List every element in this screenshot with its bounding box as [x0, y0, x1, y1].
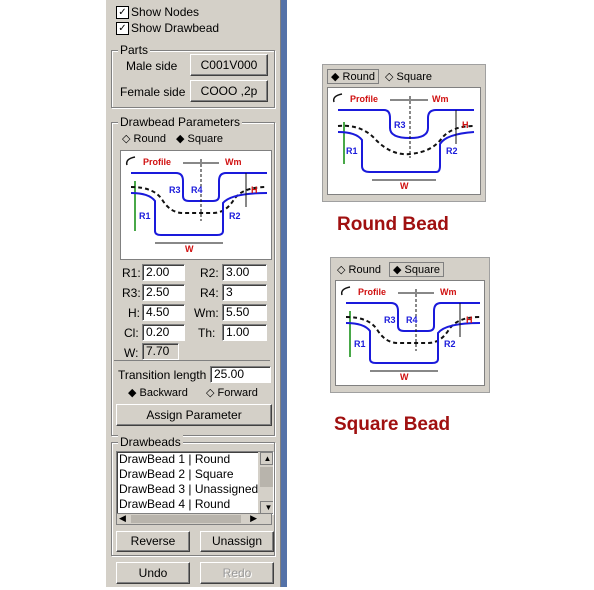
square-example-r1-label: R1 [354, 339, 366, 349]
assign-parameter-button[interactable]: Assign Parameter [116, 404, 272, 426]
redo-button[interactable]: Redo [200, 562, 274, 584]
cl-label: Cl: [124, 326, 139, 340]
r1-field[interactable]: 2.00 [142, 264, 185, 281]
panel-right-border [281, 0, 287, 587]
wm-field[interactable]: 5.50 [222, 304, 267, 321]
square-example-diagram: Profile Wm R3 R4 H R1 R2 W [335, 280, 485, 386]
drawbead-params-title: Drawbead Parameters [118, 115, 243, 129]
scroll-right-icon[interactable]: ▶ [250, 513, 257, 523]
round-diagram-wm-label: Wm [432, 94, 449, 104]
r1-label: R1: [122, 266, 141, 280]
show-drawbead-label: Show Drawbead [131, 21, 220, 35]
list-item[interactable]: DrawBead 2 | Square [119, 467, 234, 481]
list-item[interactable]: DrawBead 1 | Round [119, 452, 231, 466]
drawbeads-list[interactable]: DrawBead 1 | Round DrawBead 2 | Square D… [116, 451, 274, 515]
show-nodes-checkbox[interactable]: ✓ [116, 6, 129, 19]
transition-length-label: Transition length [118, 368, 207, 382]
parts-group-title: Parts [118, 43, 151, 57]
diagram-r2-label: R2 [229, 211, 241, 221]
male-side-button[interactable]: C001V000 [190, 54, 268, 76]
forward-radio-label: Forward [217, 387, 258, 399]
w-label: W: [124, 346, 139, 360]
round-diagram-w-label: W [400, 181, 409, 191]
list-item[interactable]: DrawBead 4 | Round [119, 497, 231, 511]
diagram-r1-label: R1 [139, 211, 151, 221]
drawbeads-group-title: Drawbeads [118, 435, 183, 449]
reverse-button[interactable]: Reverse [116, 531, 190, 552]
square-radio-label: Square [187, 133, 223, 145]
r3-label: R3: [122, 286, 141, 300]
square-example-panel: ◇ Round ◆ Square Profile Wm R3 R4 H R1 R… [330, 257, 490, 393]
square-radio[interactable]: ◆ Square [176, 133, 223, 145]
transition-length-field[interactable]: 25.00 [210, 366, 271, 383]
th-field[interactable]: 1.00 [222, 324, 267, 341]
round-example-panel: ◆ Round ◇ Square Profile Wm R3 H R1 R2 W [322, 64, 486, 202]
round-diagram-r2-label: R2 [446, 146, 458, 156]
divider [114, 360, 270, 361]
r2-field[interactable]: 3.00 [222, 264, 267, 281]
round-example-radio: ◆ Round [327, 69, 379, 84]
square-example-round-label: Round [348, 264, 381, 276]
round-bead-diagram: Profile Wm R3 H R1 R2 W [327, 87, 481, 195]
list-item[interactable]: DrawBead 3 | Unassigned [119, 482, 259, 496]
square-example-r4-label: R4 [406, 315, 418, 325]
unassign-button[interactable]: Unassign [200, 531, 274, 552]
w-readout: 7.70 [142, 343, 179, 360]
h-label: H: [128, 306, 140, 320]
backward-radio-label: Backward [139, 387, 188, 399]
square-example-radio: ◆ Square [389, 262, 444, 277]
round-bead-title: Round Bead [337, 214, 449, 235]
horizontal-scrollbar[interactable]: ◀ ▶ [116, 513, 272, 525]
round-example-square-radio: ◇ Square [385, 71, 432, 83]
round-example-round-label: Round [342, 71, 375, 83]
r3-field[interactable]: 2.50 [142, 284, 185, 301]
square-bead-diagram: Profile Wm R3 R4 H R1 R2 W [120, 150, 272, 260]
h-field[interactable]: 4.50 [142, 304, 185, 321]
scroll-up-icon[interactable]: ▲ [260, 452, 273, 465]
cl-field[interactable]: 0.20 [142, 324, 185, 341]
male-side-label: Male side [126, 59, 178, 73]
scroll-left-icon[interactable]: ◀ [119, 513, 126, 523]
female-side-button[interactable]: COOO ,2p [190, 80, 268, 102]
wm-label: Wm: [194, 306, 219, 320]
round-example-square-label: Square [396, 71, 432, 83]
diagram-h-label: H [251, 185, 258, 195]
vertical-scrollbar[interactable]: ▲ ▼ [258, 452, 273, 514]
r4-field[interactable]: 3 [222, 284, 267, 301]
show-nodes-label: Show Nodes [131, 5, 200, 19]
drawbead-panel: ✓ Show Nodes ✓ Show Drawbead Parts Male … [106, 0, 281, 587]
square-example-h-label: H [466, 315, 473, 325]
drawbeads-group [111, 442, 275, 556]
square-example-profile-label: Profile [358, 287, 386, 297]
diagram-profile-label: Profile [143, 157, 171, 167]
diagram-wm-label: Wm [225, 157, 242, 167]
undo-button[interactable]: Undo [116, 562, 190, 584]
round-radio[interactable]: ◇ Round [122, 133, 166, 145]
backward-radio[interactable]: ◆ Backward [128, 387, 188, 399]
r4-label: R4: [200, 286, 219, 300]
scroll-thumb-h[interactable] [131, 515, 241, 523]
show-drawbead-checkbox[interactable]: ✓ [116, 22, 129, 35]
square-bead-title: Square Bead [334, 414, 451, 435]
square-example-square-label: Square [404, 264, 440, 276]
female-side-label: Female side [120, 85, 186, 99]
r2-label: R2: [200, 266, 219, 280]
round-diagram-r1-label: R1 [346, 146, 358, 156]
square-example-r3-label: R3 [384, 315, 396, 325]
square-example-wm-label: Wm [440, 287, 457, 297]
round-diagram-r3-label: R3 [394, 120, 406, 130]
square-example-round-radio: ◇ Round [337, 264, 381, 276]
forward-radio[interactable]: ◇ Forward [206, 387, 258, 399]
round-diagram-h-label: H [462, 120, 469, 130]
round-radio-label: Round [133, 133, 166, 145]
diagram-r3-label: R3 [169, 185, 181, 195]
scroll-thumb[interactable] [260, 467, 273, 487]
diagram-r4-label: R4 [191, 185, 203, 195]
diagram-w-label: W [185, 244, 194, 254]
square-example-w-label: W [400, 372, 409, 382]
th-label: Th: [198, 326, 216, 340]
square-example-r2-label: R2 [444, 339, 456, 349]
parts-group [111, 50, 275, 108]
round-diagram-profile-label: Profile [350, 94, 378, 104]
